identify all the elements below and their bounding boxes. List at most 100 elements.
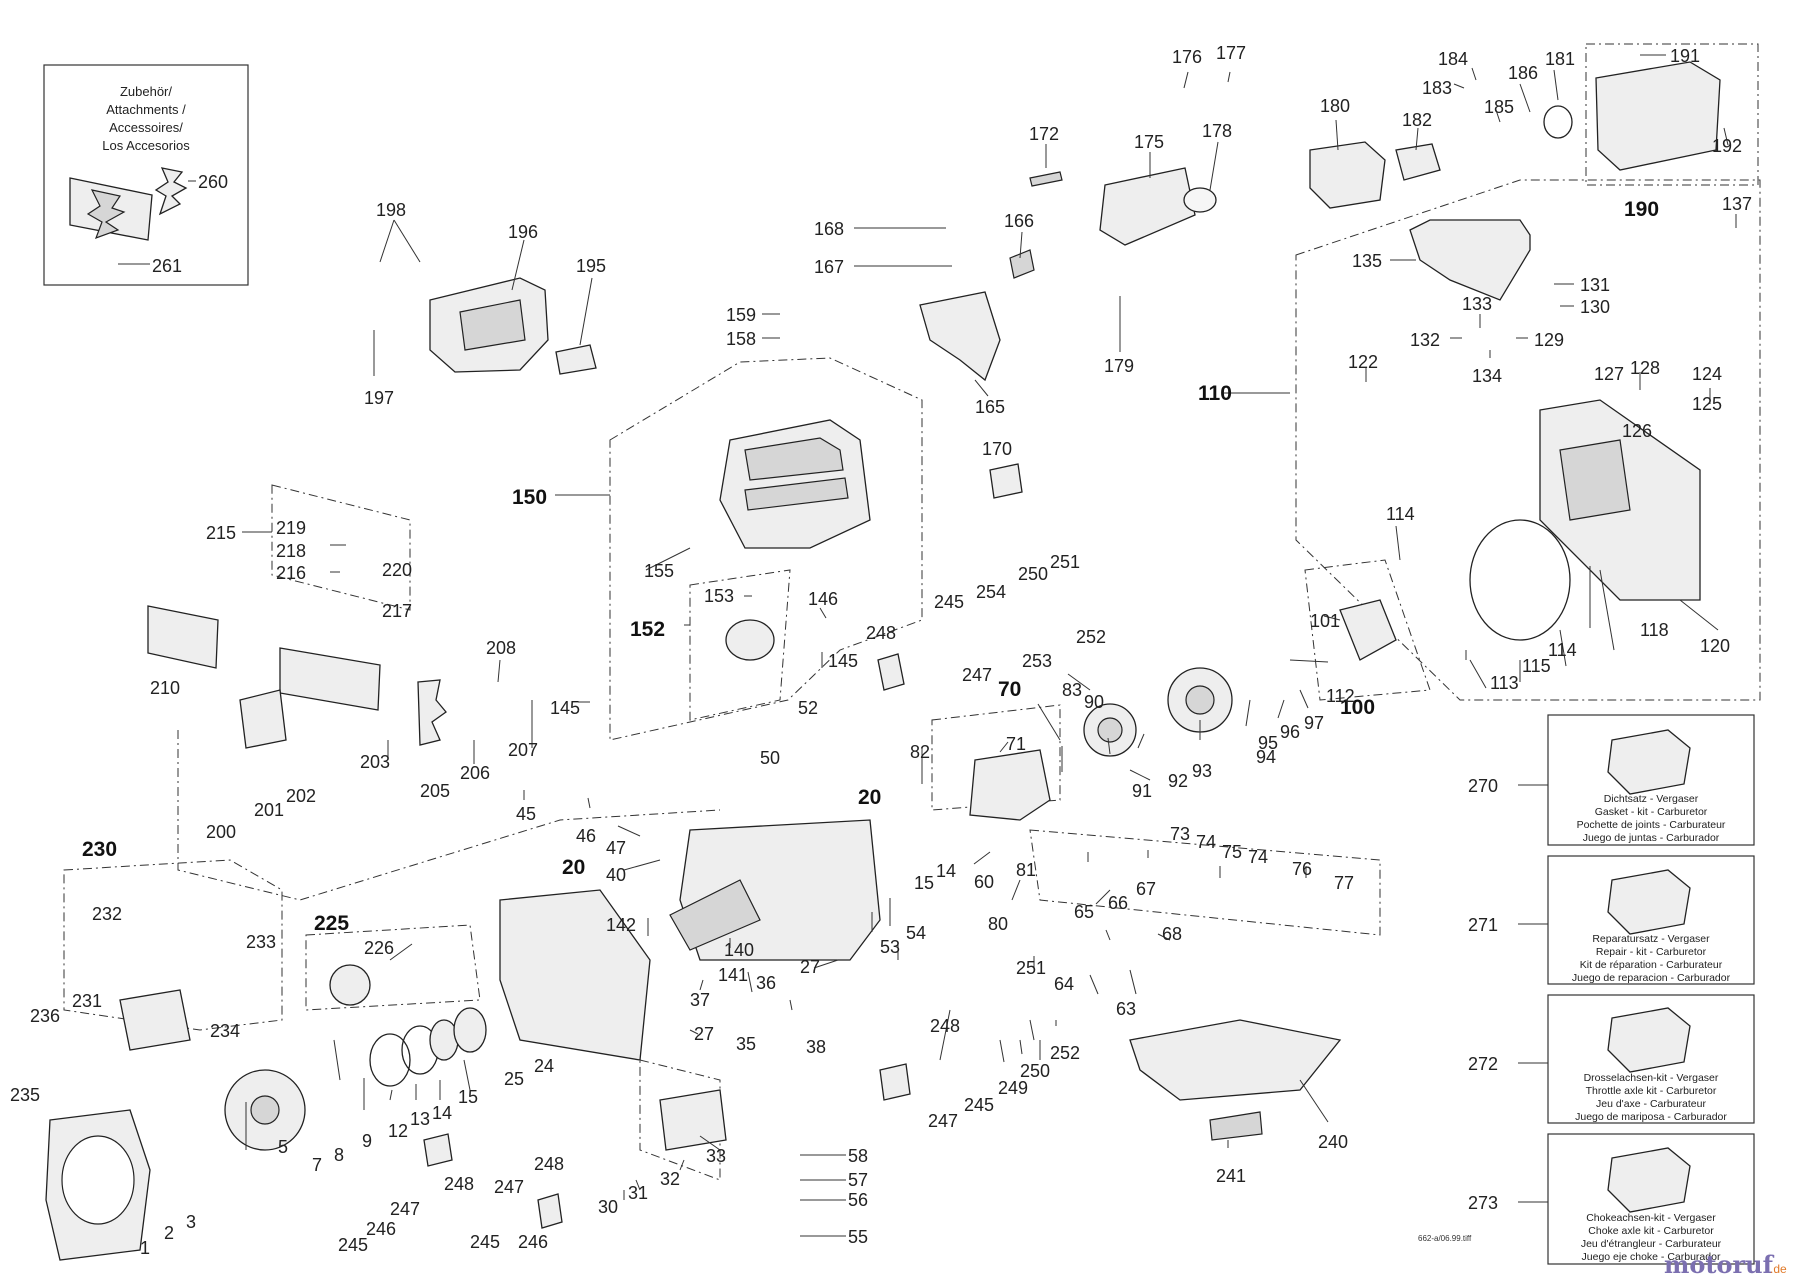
part-label-158: 158 <box>726 329 756 349</box>
part-label-55: 55 <box>848 1227 868 1247</box>
kit-273-line-3: Jeu d'étrangleur - Carburateur <box>1581 1238 1722 1250</box>
part-label-7: 7 <box>312 1155 322 1175</box>
part-label-192: 192 <box>1712 136 1742 156</box>
part-label-198: 198 <box>376 200 406 220</box>
part-label-14-b: 14 <box>432 1103 452 1123</box>
part-label-30: 30 <box>598 1197 618 1217</box>
part-label-15: 15 <box>914 873 934 893</box>
part-label-177: 177 <box>1216 43 1246 63</box>
watermark: motoruf .de <box>1664 1250 1787 1279</box>
bucking-spike-teeth <box>86 189 126 240</box>
part-label-203: 203 <box>360 752 390 772</box>
group-outline-225 <box>305 924 481 1011</box>
part-label-31: 31 <box>628 1183 648 1203</box>
group-label-190: 190 <box>1624 198 1659 221</box>
watermark-tld: .de <box>1770 1262 1787 1276</box>
group-outline-110 <box>1295 179 1761 701</box>
group-label-100: 100 <box>1340 696 1375 719</box>
bar-cover-shape <box>147 605 219 669</box>
part-label-46: 46 <box>576 826 596 846</box>
part-label-67: 67 <box>1136 879 1156 899</box>
part-label-246-d: 246 <box>366 1219 396 1239</box>
group-outlines <box>63 43 1761 1181</box>
kit-273-line-4: Juego eje choke - Carburador <box>1582 1251 1721 1263</box>
part-label-114: 114 <box>1386 504 1415 524</box>
carburetor-kit-icon <box>1607 729 1691 795</box>
part-label-141: 141 <box>718 965 748 985</box>
part-label-66: 66 <box>1108 893 1128 913</box>
part-label-185: 185 <box>1484 97 1514 117</box>
part-label-125: 125 <box>1692 394 1722 414</box>
part-label-145-b: 145 <box>550 698 580 718</box>
part-label-166: 166 <box>1004 211 1034 231</box>
part-label-12: 12 <box>388 1121 408 1141</box>
part-label-74-b: 74 <box>1248 847 1268 867</box>
kit-272-line-2: Throttle axle kit - Carburetor <box>1586 1085 1717 1097</box>
clutch-cover-shape <box>969 749 1051 821</box>
carburetor-kit-icon <box>1607 1007 1691 1073</box>
part-label-133: 133 <box>1462 294 1492 314</box>
part-label-27-b: 27 <box>694 1024 714 1044</box>
part-label-233: 233 <box>246 932 276 952</box>
part-label-90: 90 <box>1084 692 1104 712</box>
part-label-208: 208 <box>486 638 516 658</box>
spark-cover-shape <box>919 291 1001 382</box>
kit-box-271: 271 Reparatursatz - Vergaser Repair - ki… <box>1468 855 1755 985</box>
part-label-76: 76 <box>1292 859 1312 879</box>
ignition-module-shape <box>119 989 191 1051</box>
part-label-37: 37 <box>690 990 710 1010</box>
part-label-32: 32 <box>660 1169 680 1189</box>
crankshaft-shape <box>669 879 761 951</box>
part-label-207: 207 <box>508 740 538 760</box>
part-label-124: 124 <box>1692 364 1722 384</box>
attachments-title-line-3: Accessoires/ <box>109 120 183 135</box>
part-label-251: 251 <box>1050 552 1080 572</box>
kit-270-line-3: Pochette de joints - Carburateur <box>1577 819 1726 831</box>
part-label-253: 253 <box>1022 651 1052 671</box>
kit-270-line-1: Dichtsatz - Vergaser <box>1604 793 1699 805</box>
bottom-plate-shape <box>1129 1019 1342 1101</box>
part-label-122: 122 <box>1348 352 1378 372</box>
part-label-179: 179 <box>1104 356 1134 376</box>
kit-273-line-1: Chokeachsen-kit - Vergaser <box>1586 1212 1716 1224</box>
attachments-title-line-4: Los Accesorios <box>102 138 190 153</box>
part-label-167: 167 <box>814 257 844 277</box>
part-label-240: 240 <box>1318 1132 1348 1152</box>
oil-pump-shape <box>1339 599 1397 661</box>
part-label-94: 94 <box>1256 747 1276 767</box>
group-label-225: 225 <box>314 912 349 935</box>
part-label-215: 215 <box>206 523 236 543</box>
part-label-170: 170 <box>982 439 1012 459</box>
part-number-labels: 176 177 184 181 191 183 186 185 180 182 … <box>10 43 1752 1258</box>
kit-271-line-4: Juego de reparacion - Carburador <box>1572 972 1731 984</box>
part-label-126: 126 <box>1622 421 1652 441</box>
part-label-180: 180 <box>1320 96 1350 116</box>
part-label-63: 63 <box>1116 999 1136 1019</box>
drawing-reference: 662-a/06.99.tiff <box>1418 1234 1472 1243</box>
part-label-101: 101 <box>1310 611 1340 631</box>
part-label-248-b: 248 <box>930 1016 960 1036</box>
spike-shape <box>417 679 447 746</box>
part-label-95: 95 <box>1258 733 1278 753</box>
kit-272-line-4: Juego de mariposa - Carburador <box>1575 1111 1727 1123</box>
part-label-115: 115 <box>1522 656 1551 676</box>
part-label-245: 245 <box>934 592 964 612</box>
chain-oil-pump-shape <box>659 1089 727 1151</box>
part-label-52: 52 <box>798 698 818 718</box>
group-label-152: 152 <box>630 618 665 641</box>
part-label-112: 112 <box>1326 686 1355 706</box>
watermark-brand: motoruf <box>1664 1250 1775 1279</box>
part-label-2: 2 <box>164 1223 174 1243</box>
part-label-93: 93 <box>1192 761 1212 781</box>
group-outline-73-77 <box>1029 829 1381 936</box>
guide-plate-shape <box>279 647 381 711</box>
kit-270-line-2: Gasket - kit - Carburetor <box>1595 806 1708 818</box>
group-label-230: 230 <box>82 838 117 861</box>
part-label-210: 210 <box>150 678 180 698</box>
brake-band-shape <box>1469 519 1571 641</box>
part-label-197: 197 <box>364 388 394 408</box>
part-label-202: 202 <box>286 786 316 806</box>
part-label-130: 130 <box>1580 297 1610 317</box>
part-label-74: 74 <box>1196 832 1216 852</box>
